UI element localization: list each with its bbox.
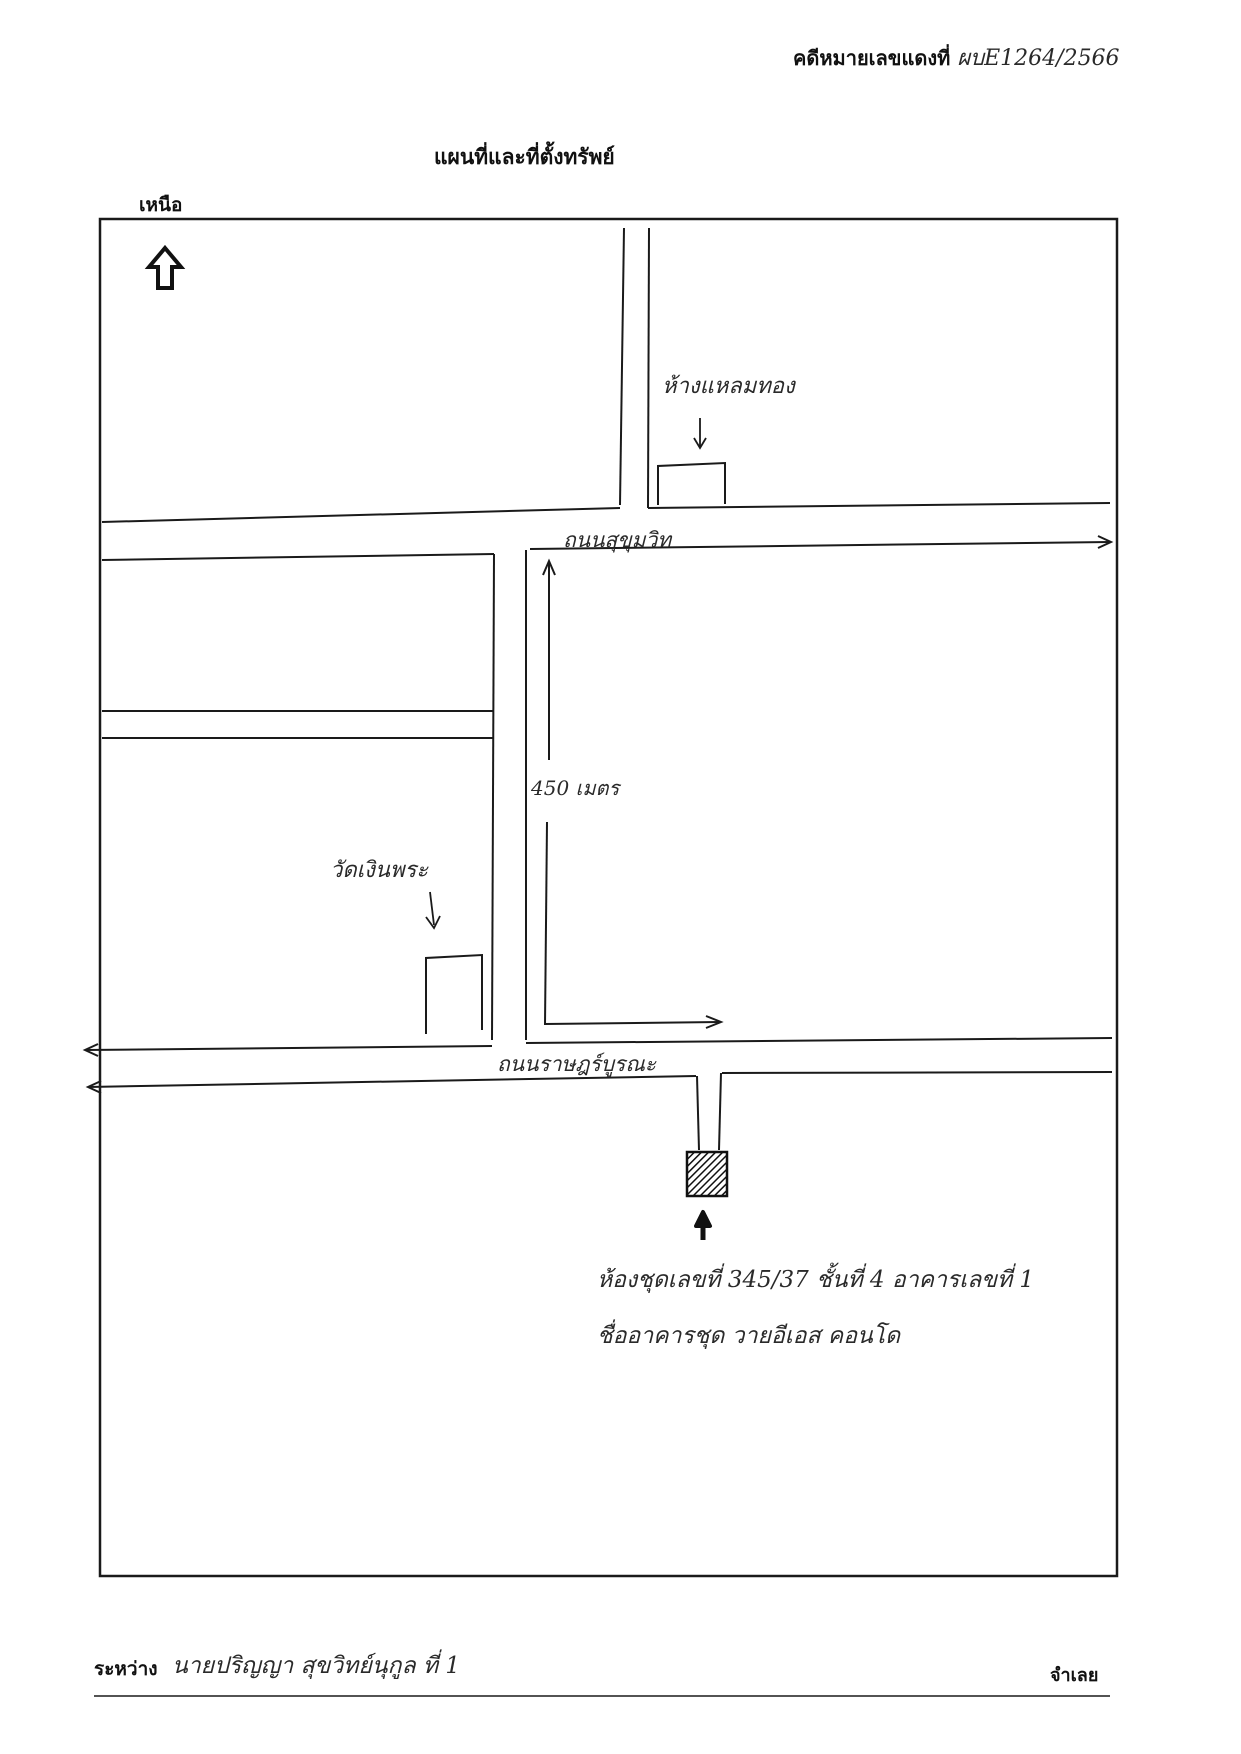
case-number: ผบE1264/2566	[957, 46, 1120, 71]
landmark-left-building	[425, 953, 483, 1034]
landmark-top-label: ห้างแหลมทอง	[662, 374, 795, 399]
bottom-road-south-edge-left	[87, 1075, 697, 1088]
case-label: คดีหมายเลขแดงที่	[793, 46, 951, 70]
property-address-line2: ชื่ออาคารชุด วายอีเอส คอนโด	[597, 1323, 901, 1349]
bottom-road-arrow-west-lower-icon	[85, 1080, 102, 1094]
driveway-east-edge	[718, 1072, 722, 1151]
landmark-left-label: วัดเงินพระ	[330, 858, 429, 883]
north-arrow-icon	[144, 244, 186, 290]
top-road-north-edge-right	[647, 502, 1111, 509]
map-frame	[98, 217, 1119, 1578]
bottom-road-arrow-west-icon	[82, 1043, 99, 1057]
footer-between-label: ระหว่าง	[94, 1658, 158, 1680]
landmark-left-pointer	[429, 891, 435, 926]
property-address-line1: ห้องชุดเลขที่ 345/37 ชั้นที่ 4 อาคารเลขท…	[597, 1267, 1035, 1293]
north-label: เหนือ	[139, 194, 183, 216]
footer-plaintiff-text: นายปริญญา สุขวิทย์นุกูล ที่ 1	[172, 1653, 460, 1679]
driveway-west-edge	[696, 1075, 700, 1151]
bottom-road-north-edge-right	[525, 1037, 1113, 1044]
bottom-road-north-edge-left	[84, 1045, 493, 1051]
top-road-north-edge-left	[101, 507, 621, 523]
road-top-label: ถนนสุขุมวิท	[563, 528, 672, 552]
top-road-south-edge-left	[101, 553, 495, 561]
distance-label: 450 เมตร	[531, 776, 620, 800]
landmark-top-building	[657, 461, 726, 505]
soi-west-edge	[491, 553, 495, 1041]
road-bottom-label: ถนนราษฎร์บูรณะ	[497, 1052, 657, 1076]
upper-alley-right-edge	[647, 227, 650, 509]
upper-alley-left-edge	[619, 227, 625, 506]
landmark-top-pointer-arrow-icon	[693, 437, 707, 450]
top-road-south-edge-right	[529, 541, 1111, 550]
distance-line-horizontal	[544, 1021, 721, 1025]
distance-line-lower	[544, 821, 548, 1026]
case-number-label: คดีหมายเลขแดงที่ ผบE1264/2566	[793, 40, 1120, 75]
top-road-arrow-icon	[1097, 535, 1114, 549]
bottom-road-south-edge-right	[721, 1071, 1113, 1074]
property-marker	[685, 1150, 729, 1198]
distance-arrow-right-icon	[705, 1015, 724, 1029]
landmark-left-pointer-arrow-icon	[425, 915, 441, 930]
distance-arrow-up-icon	[542, 558, 556, 576]
footer-defendant-label: จำเลย	[1050, 1665, 1099, 1686]
page-title: แผนที่และที่ตั้งทรัพย์	[434, 145, 615, 169]
